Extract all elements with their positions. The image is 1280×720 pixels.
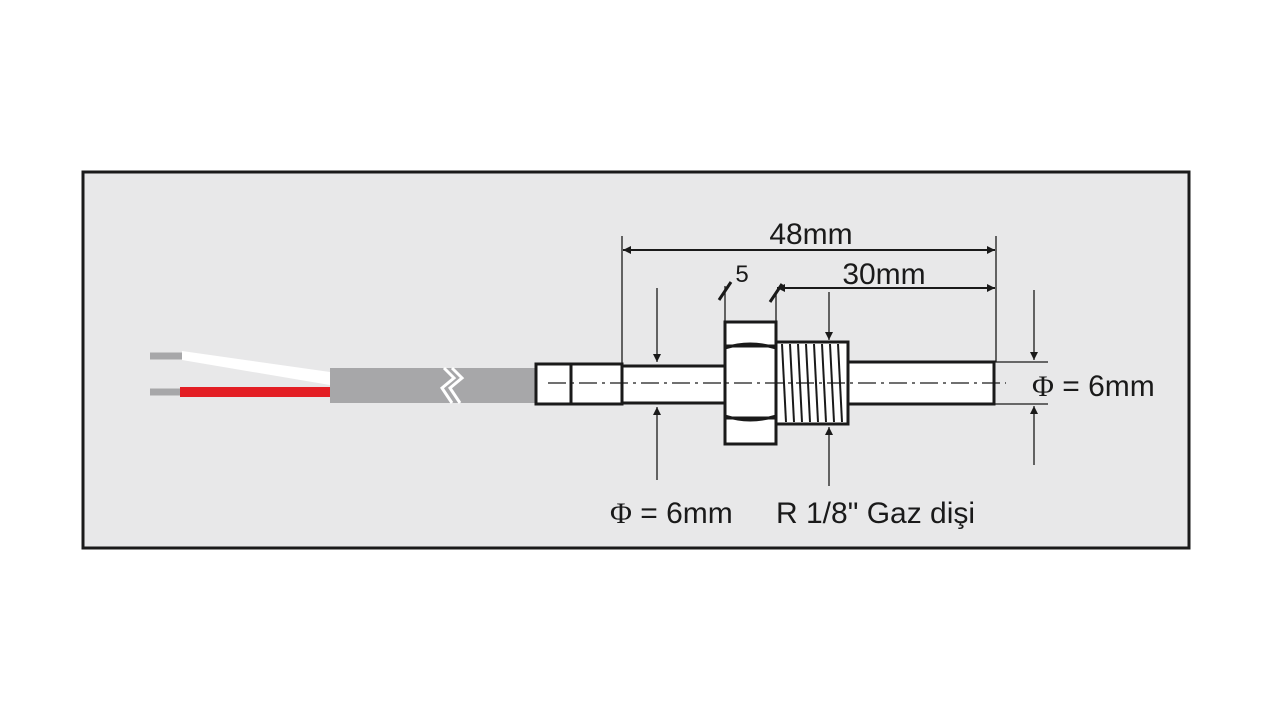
cable xyxy=(330,366,536,404)
lead-wires xyxy=(150,351,330,397)
dim-5-ticks xyxy=(717,281,784,303)
probe-rear xyxy=(620,364,727,405)
drawing-panel xyxy=(81,170,1191,550)
dim-left-diameter-label: Φ = 6mm xyxy=(610,497,733,530)
red-wire xyxy=(180,387,330,397)
dim-thread-label: R 1/8" Gaz dişi xyxy=(776,497,975,530)
white-wire xyxy=(182,351,330,385)
dim-48mm-label: 48mm xyxy=(769,218,852,251)
dim-30mm-label: 30mm xyxy=(842,258,925,291)
dim-right-diameter-label: Φ = 6mm xyxy=(1032,370,1155,403)
dim-5-label: 5 xyxy=(735,261,748,288)
cable-ferrule xyxy=(534,362,573,406)
cable-break xyxy=(440,366,457,404)
crimp-sleeve xyxy=(569,362,624,406)
